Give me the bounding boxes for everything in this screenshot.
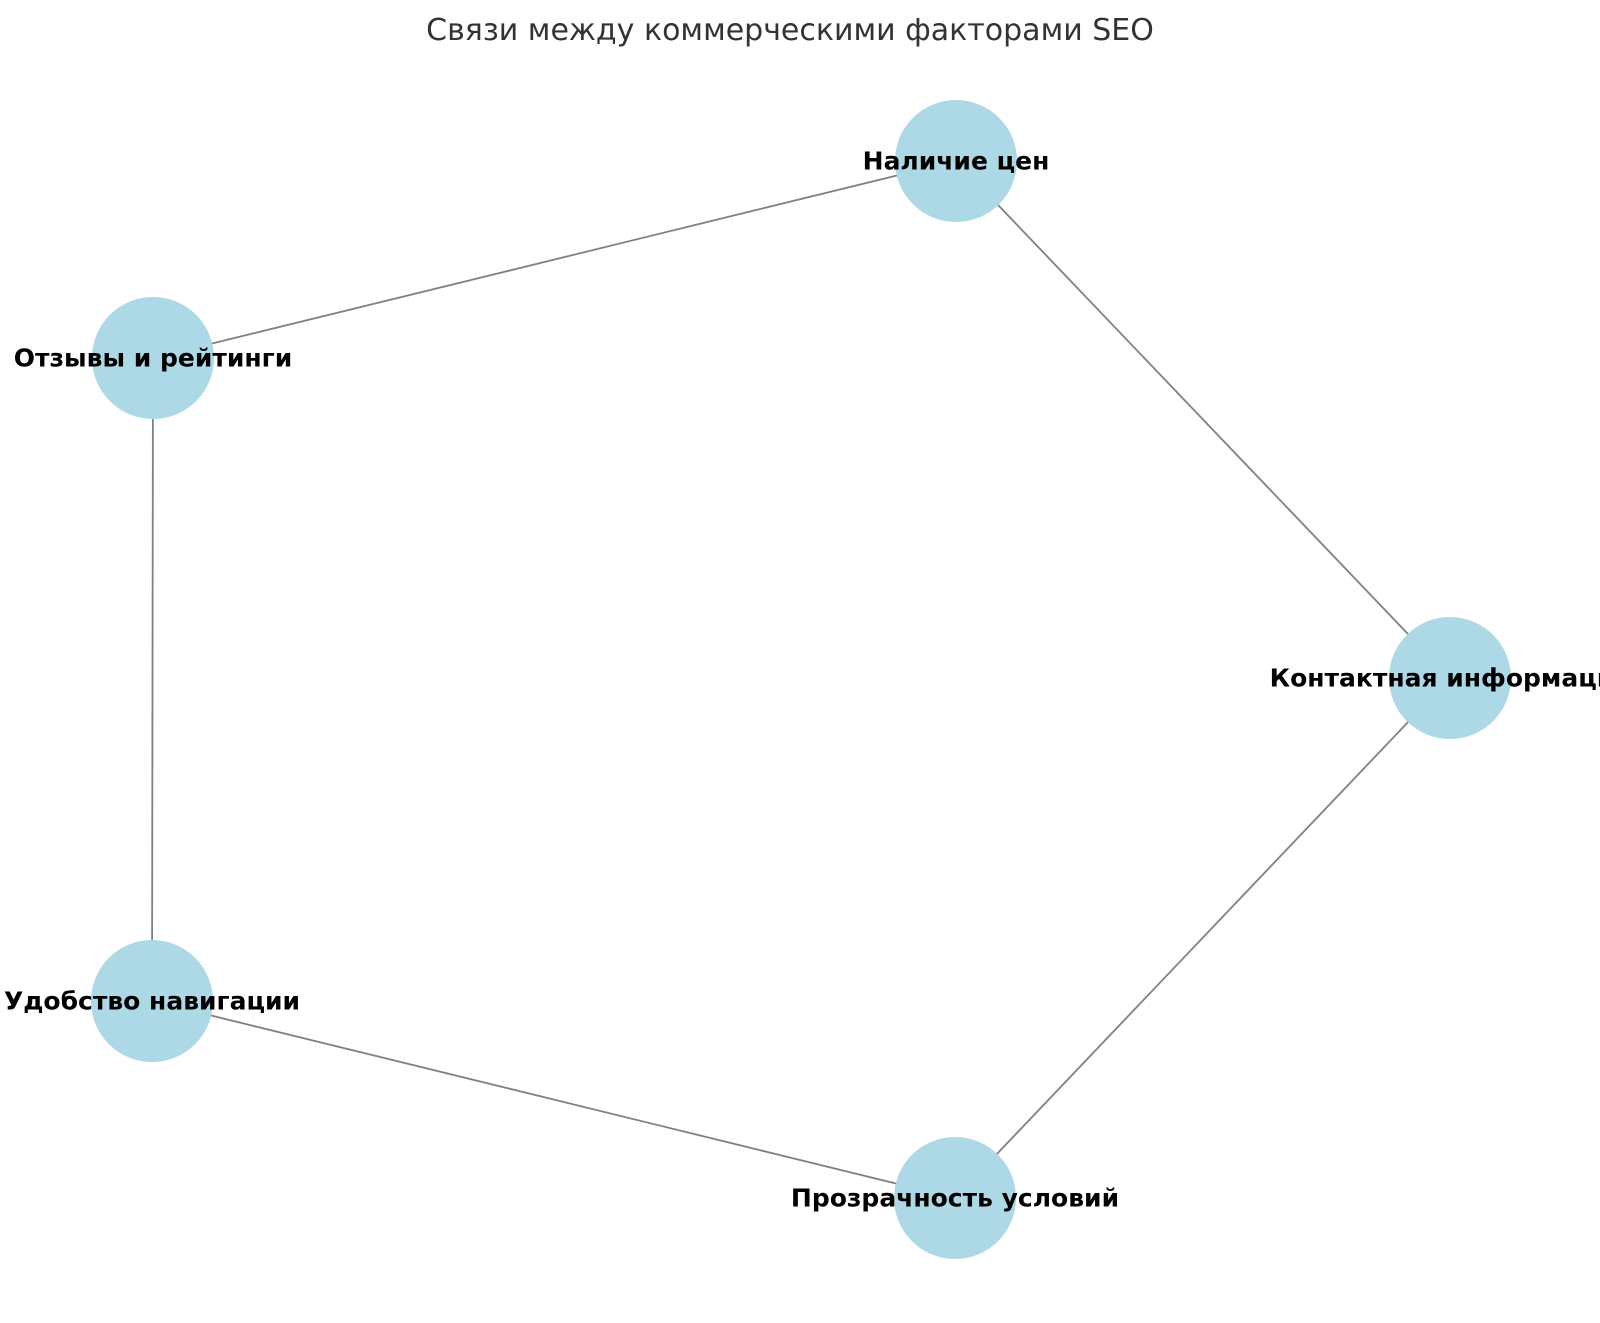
node-contacts [1389,617,1511,739]
edge-pricing-reviews [152,160,957,359]
edge-reviews-navigation [151,357,154,1002]
edge-pricing-contacts [955,160,1451,679]
edge-navigation-transparency [151,1000,956,1199]
node-label-navigation: Удобство навигации [3,986,301,1016]
node-label-contacts: Контактная информация [1269,663,1600,693]
node-navigation [91,940,213,1062]
node-pricing [895,100,1017,222]
node-label-transparency: Прозрачность условий [790,1183,1120,1213]
node-reviews [92,297,214,419]
edge-transparency-contacts [954,677,1451,1199]
node-label-reviews: Отзывы и рейтинги [13,343,293,373]
diagram-title: Связи между коммерческими факторами SEO [426,13,1154,48]
node-label-pricing: Наличие цен [862,146,1050,176]
node-transparency [894,1137,1016,1259]
